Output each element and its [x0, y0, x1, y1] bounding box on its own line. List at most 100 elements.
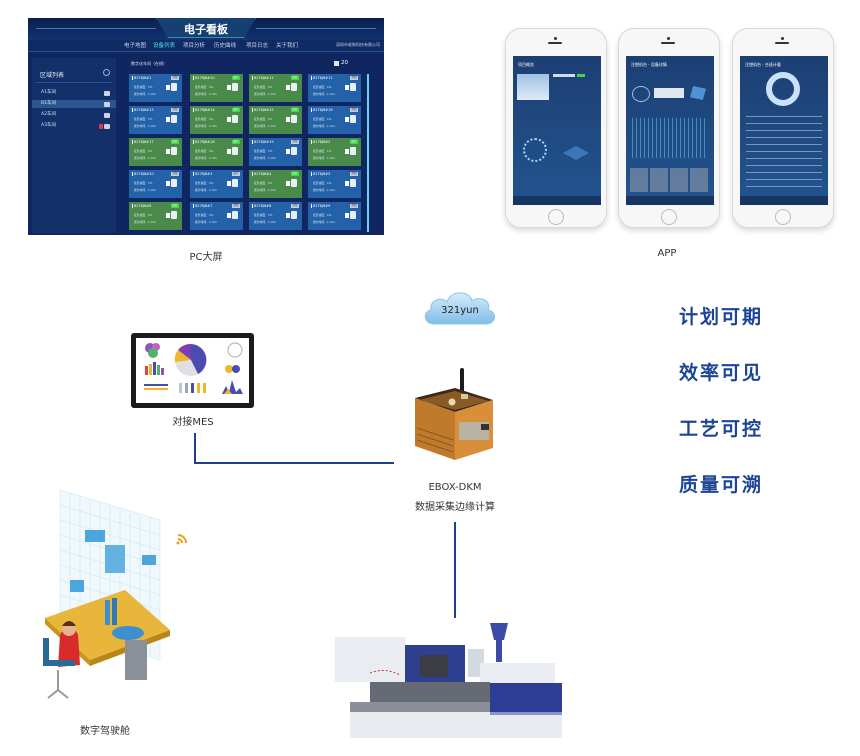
device-name: 8276J6#9	[311, 204, 331, 208]
nav-item-analysis[interactable]: 项目分析	[183, 43, 206, 49]
speaker	[661, 42, 675, 44]
device-name: 8276J6#19	[252, 140, 274, 144]
device-name: 8276J6#10	[193, 76, 215, 80]
accumulated-time: 累计时间：1 min	[313, 92, 335, 96]
operator-machine-icon	[286, 147, 297, 156]
nav-item-log[interactable]: 项目日志	[246, 43, 269, 49]
sidebar-item-a2[interactable]: A2车间	[32, 111, 116, 119]
accumulated-time: 累计时间：1 min	[195, 156, 217, 160]
nav-item-history[interactable]: 历史曲线	[214, 43, 237, 49]
company-name: 深圳市老狗科技有限公司	[336, 42, 380, 47]
screen-title: 注塑机台 · 台班计量	[745, 62, 781, 67]
status-tag: 离线	[171, 172, 179, 176]
operator-machine-icon	[345, 211, 356, 220]
slogan-quality: 质量可溯	[679, 474, 764, 496]
digital-cockpit-illustration	[43, 490, 187, 699]
nav-item-devices[interactable]: 设备列表	[153, 43, 176, 49]
tab-bar[interactable]	[513, 196, 601, 205]
phone-screen: 项目概览	[513, 56, 601, 205]
app-label: APP	[657, 248, 677, 259]
task-progress: 任务进度：1%	[313, 213, 332, 217]
sidebar-item-label: A3车间	[41, 123, 56, 128]
home-button[interactable]	[775, 209, 791, 225]
task-progress: 任务进度：1%	[254, 213, 273, 217]
tab-bar[interactable]	[740, 196, 828, 205]
operator-machine-icon	[286, 115, 297, 124]
accumulated-time: 累计时间：1 min	[134, 124, 156, 128]
device-name: 8276J6#7	[193, 204, 213, 208]
operator-machine-icon	[345, 83, 356, 92]
status-tag: 运行	[232, 172, 240, 176]
scrollbar[interactable]	[367, 74, 369, 232]
task-progress: 任务进度：1%	[254, 85, 273, 89]
connector-mes-vertical	[194, 433, 196, 463]
task-progress: 任务进度：1%	[134, 117, 153, 121]
connector-machine	[454, 522, 456, 618]
count-badge	[104, 101, 110, 107]
device-name: 8276J6#17	[132, 140, 154, 144]
operator-machine-icon	[166, 211, 177, 220]
stats-grid	[630, 168, 710, 192]
task-progress: 任务进度：1%	[254, 117, 273, 121]
task-progress: 任务进度：1%	[313, 85, 332, 89]
task-progress: 任务进度：1%	[254, 181, 273, 185]
status-tag: 离线	[350, 108, 358, 112]
sidebar-item-label: A2车间	[41, 112, 56, 117]
home-button[interactable]	[661, 209, 677, 225]
phone-shift-count: 注塑机台 · 台班计量	[732, 28, 834, 228]
accumulated-time: 累计时间：1 min	[313, 188, 335, 192]
refresh-icon[interactable]	[103, 69, 110, 76]
gauge-ring	[632, 86, 650, 102]
home-button[interactable]	[548, 209, 564, 225]
ebox-model: EBOX-DKM	[428, 482, 482, 493]
operator-machine-icon	[286, 83, 297, 92]
status-tag: 离线	[291, 204, 299, 208]
sidebar-title: 区域列表	[40, 72, 65, 79]
accumulated-time: 累计时间：1 min	[134, 220, 156, 224]
device-name: 8276J6#2	[311, 140, 331, 144]
sidebar-item-label: B1车间	[41, 101, 56, 106]
sidebar-item-a1[interactable]: A1车间	[32, 89, 116, 97]
sidebar-item-b1[interactable]: B1车间	[32, 100, 116, 108]
nav-item-about[interactable]: 关于我们	[276, 43, 299, 49]
sidebar-item-a3[interactable]: A3车间	[32, 122, 116, 130]
nav-item-map[interactable]: 电子地图	[124, 43, 147, 49]
operator-machine-icon	[227, 83, 238, 92]
title-decor-line	[256, 28, 376, 29]
phone-device-detail: 注塑机台 · 设备详情	[618, 28, 720, 228]
phone-screen: 注塑机台 · 台班计量	[740, 56, 828, 205]
device-name: 8276J6#20	[132, 172, 154, 176]
status-tag: 运行	[291, 172, 299, 176]
tab-bar[interactable]	[626, 196, 714, 205]
device-name: 8276J6#4	[252, 172, 272, 176]
radar-chart	[563, 146, 589, 160]
device-name: 8276J6#18	[193, 140, 215, 144]
ebox-description: 数据采集边缘计算	[415, 502, 495, 513]
cockpit-label: 数字驾驶舱	[80, 726, 130, 737]
speaker	[775, 42, 789, 44]
donut-chart	[766, 72, 800, 106]
mold-shape	[690, 86, 706, 100]
device-name: 8276J6#16	[311, 108, 333, 112]
operator-machine-icon	[166, 179, 177, 188]
